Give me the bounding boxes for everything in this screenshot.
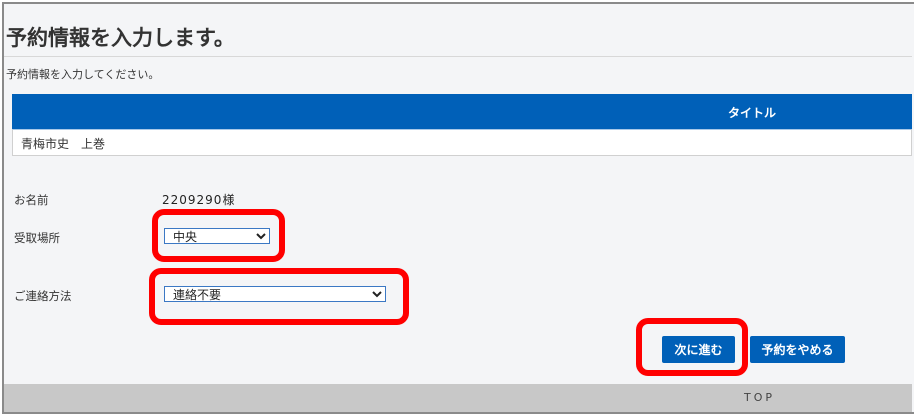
name-label: お名前 bbox=[14, 193, 49, 207]
cell-title: 青梅市史 上巻 bbox=[21, 137, 106, 151]
highlight-box bbox=[152, 209, 285, 262]
name-value: 2209290様 bbox=[162, 193, 236, 207]
contact-label: ご連絡方法 bbox=[14, 289, 72, 303]
contact-method-select[interactable]: 連絡不要 bbox=[164, 286, 386, 302]
table-header: タイトル bbox=[12, 94, 912, 129]
pickup-location-select[interactable]: 中央 bbox=[164, 228, 270, 244]
table-row: 青梅市史 上巻 bbox=[12, 129, 912, 156]
page-subtitle: 予約情報を入力してください。 bbox=[6, 68, 160, 81]
top-link[interactable]: TOP bbox=[744, 391, 776, 404]
divider bbox=[4, 56, 912, 57]
next-button[interactable]: 次に進む bbox=[662, 336, 735, 363]
highlight-box bbox=[636, 318, 748, 376]
footer: TOP bbox=[4, 384, 912, 412]
pickup-label: 受取場所 bbox=[14, 231, 60, 245]
highlight-box bbox=[149, 268, 409, 325]
column-header-title: タイトル bbox=[728, 106, 777, 120]
cancel-reservation-button[interactable]: 予約をやめる bbox=[750, 336, 845, 363]
page-title: 予約情報を入力します。 bbox=[6, 26, 235, 50]
